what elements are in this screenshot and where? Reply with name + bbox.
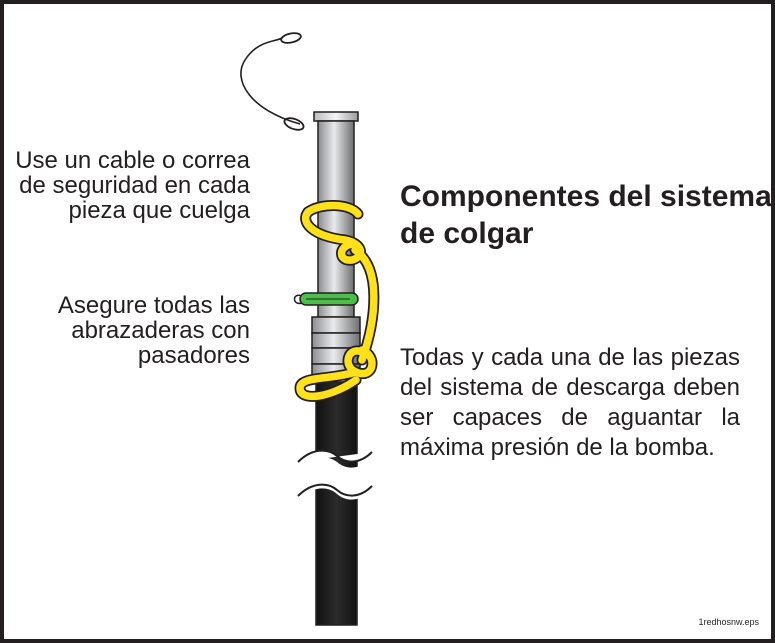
break-mark-icon: [297, 449, 373, 500]
clamp-pin-icon: [293, 292, 359, 306]
safety-strap-icon: [294, 200, 380, 402]
pressure-warning-text: Todas y cada una de las piezas del siste…: [400, 344, 740, 461]
safety-cable-note: Use un cable o correa de seguridad en ca…: [15, 147, 250, 224]
clamp-pins-note: Asegure todas las abrazaderas con pasado…: [57, 292, 250, 369]
diagram-title: Componentes del sistema de colgar: [400, 180, 772, 250]
file-name-label: 1redhosnw.eps: [698, 617, 759, 627]
safety-cable-icon: [240, 32, 305, 131]
hose-icon: [315, 379, 358, 626]
